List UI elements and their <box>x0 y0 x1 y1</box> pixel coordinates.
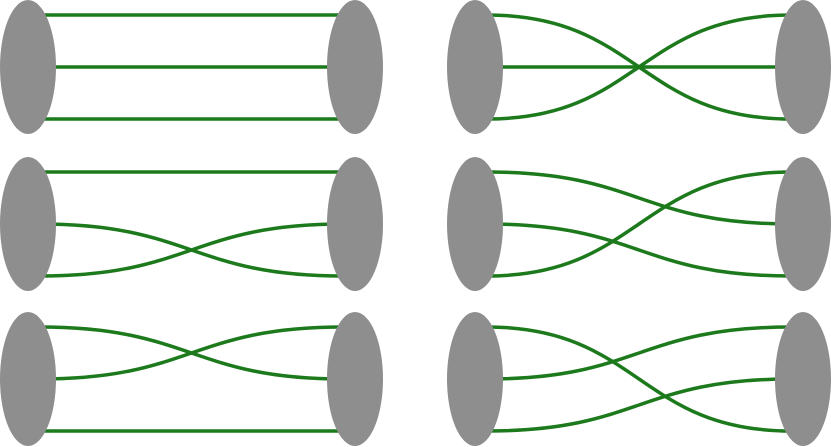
left-node <box>0 312 56 446</box>
strand <box>486 170 792 226</box>
right-node <box>775 312 831 446</box>
strand <box>486 222 792 278</box>
left-node <box>0 0 56 134</box>
left-node <box>0 157 56 291</box>
panel-5 <box>0 312 383 446</box>
left-node <box>447 312 503 446</box>
strand <box>39 222 344 278</box>
right-node <box>775 0 831 134</box>
panel-2 <box>447 0 831 134</box>
right-node <box>327 0 383 134</box>
right-node <box>775 157 831 291</box>
strand <box>486 13 792 121</box>
strand <box>486 377 792 433</box>
strand <box>486 170 792 278</box>
panel-6 <box>447 312 831 446</box>
left-node <box>447 157 503 291</box>
strand <box>39 325 344 381</box>
panel-4 <box>447 157 831 291</box>
left-node <box>447 0 503 134</box>
right-node <box>327 157 383 291</box>
strand <box>486 325 792 381</box>
right-node <box>327 312 383 446</box>
panel-3 <box>0 157 383 291</box>
panel-1 <box>0 0 383 134</box>
strand <box>486 325 792 433</box>
